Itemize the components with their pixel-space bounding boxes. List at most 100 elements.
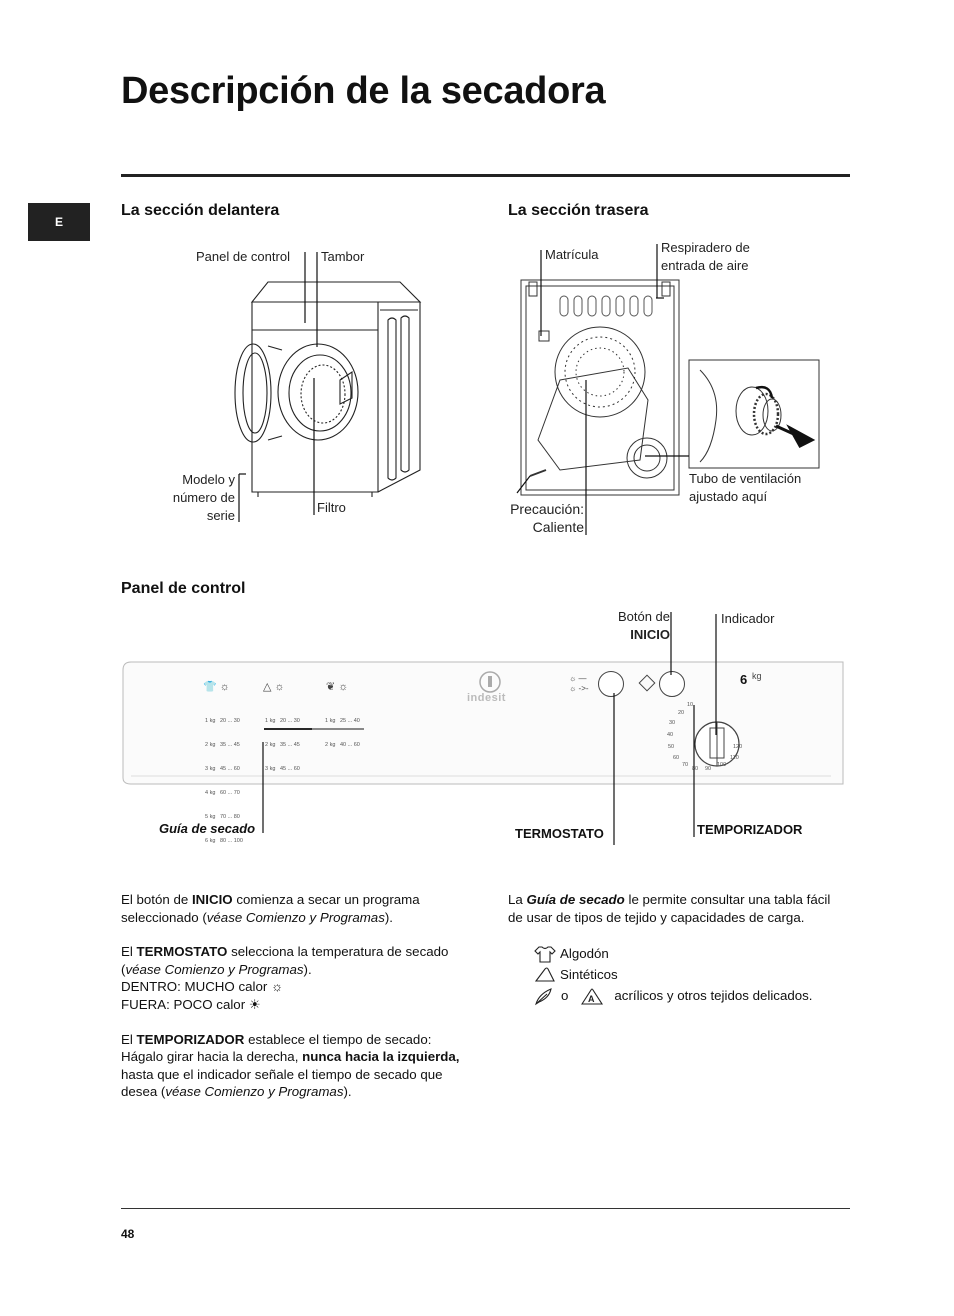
legend-label: Algodón <box>560 946 609 961</box>
guide-row: 1 kg 25 ... 40 <box>325 718 360 724</box>
sun-icon: ☼ <box>270 979 284 995</box>
text-run: El <box>121 944 137 960</box>
guide-row: 6 kg 80 ... 100 <box>205 838 243 844</box>
brand-name: indesit <box>467 692 506 704</box>
text-run: hasta que el indicador señale el tiempo … <box>121 1066 443 1100</box>
guide-row: 1 kg 20 ... 30 <box>205 718 240 724</box>
legend-or: o <box>561 988 569 1003</box>
thermostat-symbols: ☼ —☼ ->- <box>569 674 589 693</box>
guide-row: 2 kg 35 ... 45 <box>265 742 300 748</box>
label-caution-hot: Precaución: Caliente <box>495 500 584 536</box>
label-start-line1: Botón de <box>617 609 670 624</box>
legend-synthetic: Sintéticos <box>533 964 812 985</box>
dial-num: 100 <box>717 762 727 768</box>
guide-col-synthetic: 1 kg 20 ... 30 2 kg 35 ... 45 3 kg 45 ..… <box>265 701 300 789</box>
svg-text:A: A <box>588 994 595 1004</box>
text-run-bold-italic: Guía de secado <box>526 892 625 907</box>
label-drying-guide: Guía de secado <box>159 821 256 836</box>
legend-delicate: o A acrílicos y otros tejidos delicados. <box>533 985 812 1006</box>
label-timer: TEMPORIZADOR <box>697 822 803 837</box>
timer-dial[interactable] <box>694 702 747 770</box>
synthetic-icon <box>534 966 555 982</box>
text-run: La <box>508 892 527 907</box>
label-control-panel: Panel de control <box>196 249 290 264</box>
start-button[interactable] <box>659 671 685 697</box>
label-model-serial: Modelo y número de serie <box>150 471 235 525</box>
synthetic-guide-icons: △ ☼ <box>263 681 285 693</box>
text-run: selecciona la temperatura de secado ( <box>121 944 449 977</box>
legend-label: acrílicos y otros tejidos delicados. <box>614 988 813 1003</box>
text-right-column: La Guía de secado le permite consultar u… <box>508 891 838 926</box>
dial-num: 110 <box>730 755 739 761</box>
label-vent-tube-line1: Tubo de ventilación <box>689 471 802 486</box>
label-air-vent-line1: Respiradero de <box>661 240 750 255</box>
label-caution-line2: Caliente <box>532 519 584 535</box>
control-panel-illustration: 👕 ☼ △ ☼ ❦ ☼ 1 kg 20 ... 30 2 kg 35 ... 4… <box>121 660 844 844</box>
dial-num: 80 <box>692 766 699 772</box>
text-run-bold: TERMOSTATO <box>136 944 228 960</box>
guide-row: 5 kg 70 ... 80 <box>205 814 240 820</box>
guide-row: 2 kg 40 ... 60 <box>325 742 360 748</box>
text-run-bold: nunca hacia la izquierda, <box>302 1049 460 1065</box>
label-model-line1: Modelo y <box>182 472 235 487</box>
legend-cotton: Algodón <box>533 943 812 964</box>
language-tab: E <box>28 203 90 241</box>
page-title: Descripción de la secadora <box>121 70 606 112</box>
title-divider <box>121 174 850 177</box>
page-number: 48 <box>121 1227 135 1241</box>
label-caution-line1: Precaución: <box>510 501 584 517</box>
label-air-vent: Respiradero de entrada de aire <box>661 239 750 275</box>
label-plate: Matrícula <box>545 247 599 262</box>
text-run-italic: véase Comienzo y Programas <box>206 909 385 925</box>
label-thermostat: TERMOSTATO <box>515 826 604 841</box>
text-run: El botón de <box>121 892 192 907</box>
text-run-bold: TEMPORIZADOR <box>136 1031 245 1047</box>
text-run: ). <box>303 961 312 977</box>
label-vent-tube: Tubo de ventilación ajustado aquí <box>689 470 801 506</box>
fabric-legend: Algodón Sintéticos o A acrílicos y otros… <box>533 943 812 1006</box>
dial-num: 10 <box>687 702 694 708</box>
dial-num: 120 <box>733 744 743 750</box>
brand-logo: indesit <box>467 668 511 710</box>
label-filter: Filtro <box>317 500 346 515</box>
text-run-bold: INICIO <box>191 892 233 907</box>
paragraph-timer: El TEMPORIZADOR establece el tiempo de s… <box>121 1031 471 1101</box>
text-run: DENTRO: MUCHO calor <box>121 979 268 995</box>
text-run: El <box>121 1031 137 1047</box>
label-vent-tube-line2: ajustado aquí <box>689 489 768 504</box>
shirt-icon <box>534 945 556 963</box>
footer-divider <box>121 1208 850 1209</box>
text-left-column: El botón de INICIO comienza a secar un p… <box>121 891 471 1118</box>
label-indicator: Indicador <box>721 611 775 626</box>
rear-section-heading: La sección trasera <box>508 202 649 219</box>
capacity-unit: kg <box>752 671 762 681</box>
label-model-line3: serie <box>206 508 235 523</box>
dial-num: 50 <box>668 744 675 750</box>
acrylic-icon: A <box>581 987 604 1005</box>
dial-num: 40 <box>667 732 674 738</box>
label-start-button: Botón de INICIO <box>600 608 670 644</box>
control-panel-heading: Panel de control <box>121 580 246 597</box>
dial-num: 20 <box>678 710 685 716</box>
dial-num: 60 <box>673 755 680 761</box>
sun-low-icon: ☀ <box>248 996 261 1012</box>
paragraph-thermostat: El TERMOSTATO selecciona la temperatura … <box>121 943 471 1013</box>
text-run: comienza a secar un programa seleccionad… <box>121 892 420 925</box>
cotton-guide-icons: 👕 ☼ <box>203 681 230 693</box>
label-drum: Tambor <box>321 249 365 264</box>
dial-num: 90 <box>705 766 712 772</box>
feather-icon <box>535 987 552 1005</box>
text-run: le permite consultar una tabla fácil de … <box>508 892 831 925</box>
text-run: ). <box>384 909 393 925</box>
paragraph-guide: La Guía de secado le permite consultar u… <box>508 891 838 926</box>
label-start-line2: INICIO <box>630 627 670 642</box>
guide-row: 2 kg 35 ... 45 <box>205 742 240 748</box>
thermostat-button[interactable] <box>598 671 624 697</box>
legend-label: Sintéticos <box>560 967 618 982</box>
text-run-italic: véase Comienzo y Programas <box>165 1084 344 1100</box>
text-run-italic: véase Comienzo y Programas <box>125 961 304 977</box>
text-run: FUERA: POCO calor <box>121 996 246 1012</box>
dial-num: 30 <box>669 720 676 726</box>
